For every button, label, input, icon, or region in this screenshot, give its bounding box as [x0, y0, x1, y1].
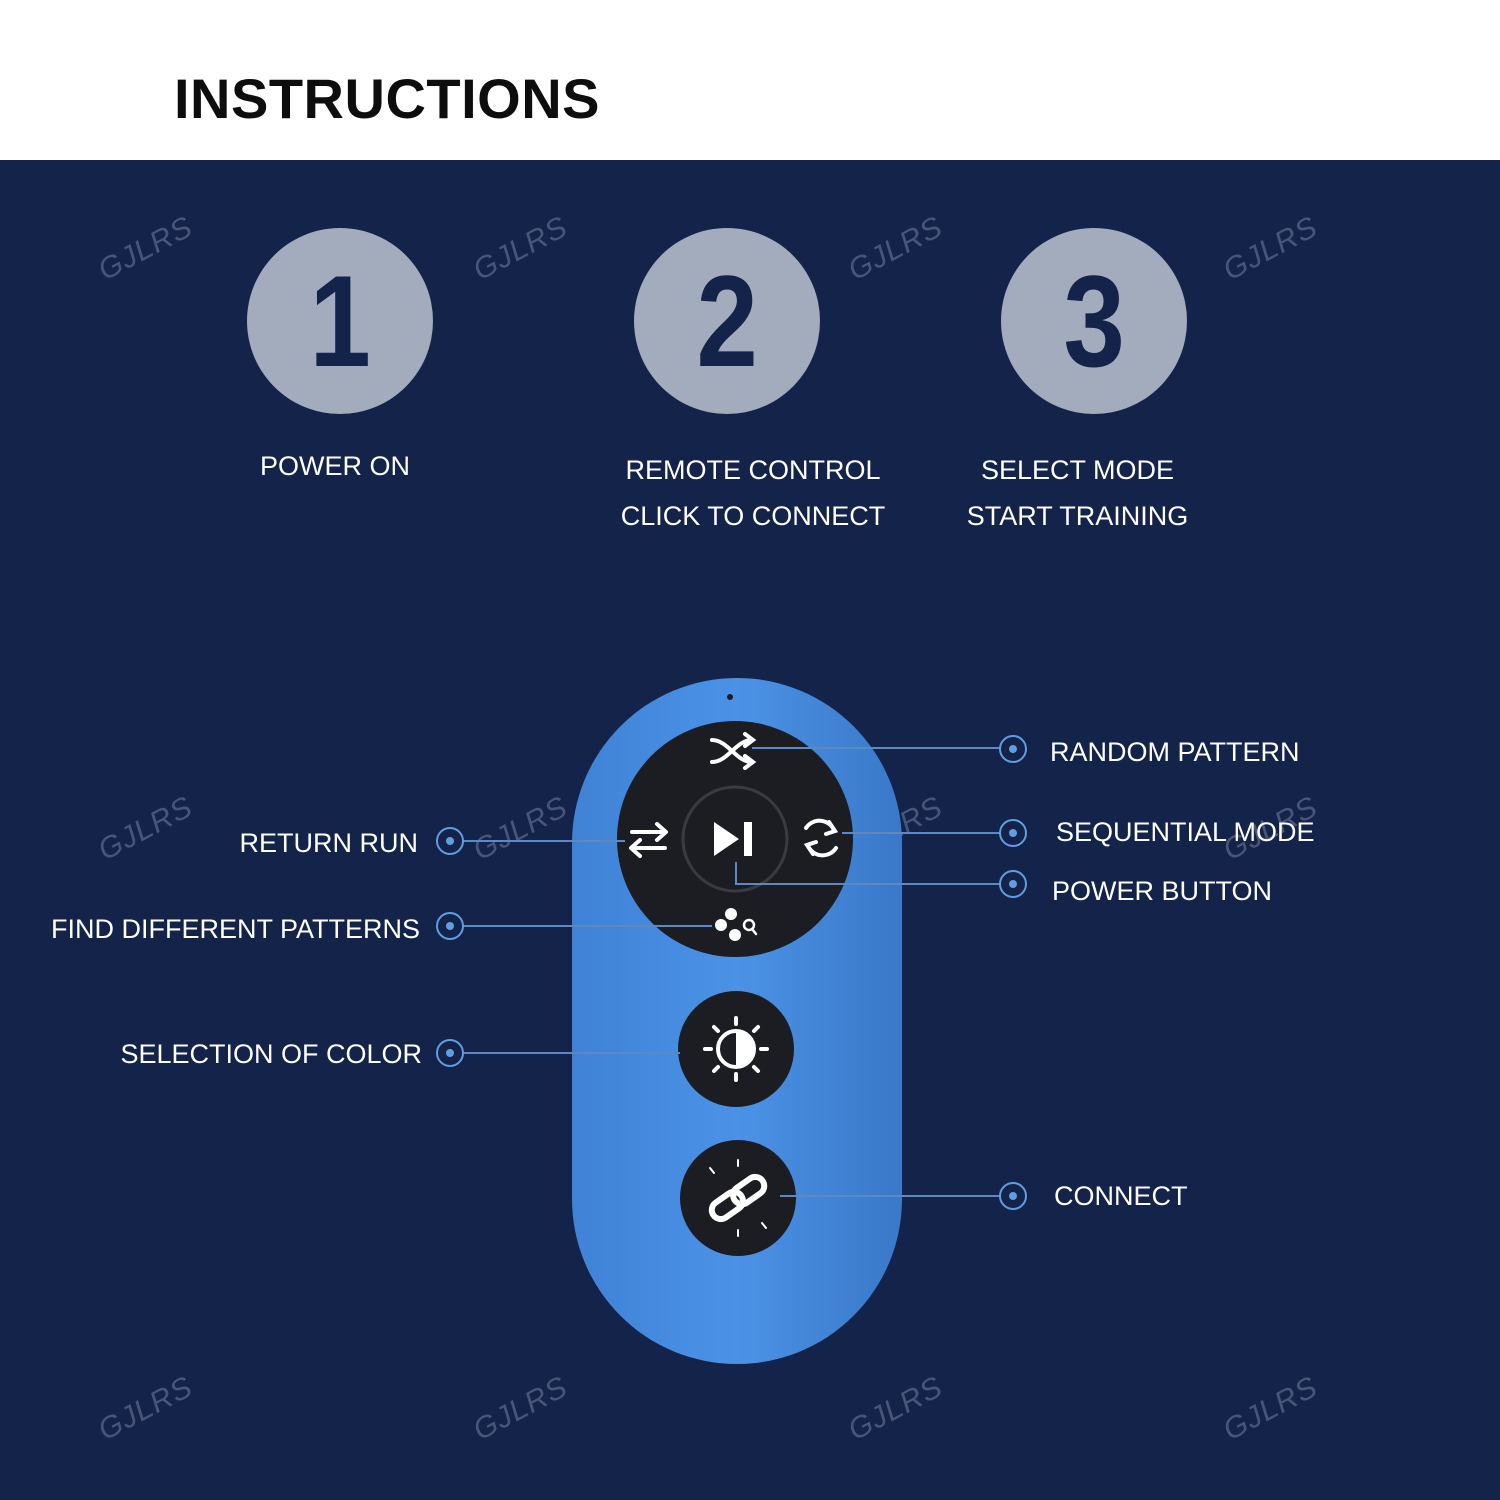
- shuffle-icon: [710, 732, 757, 770]
- brightness-icon: [703, 1016, 769, 1082]
- callout-power-button: POWER BUTTON: [1052, 876, 1273, 906]
- swap-arrows-icon: [629, 822, 668, 858]
- step-1-line-1: POWER ON: [259, 451, 410, 481]
- link-icon: [708, 1159, 768, 1237]
- play-pause-icon: [714, 822, 752, 856]
- step-1-circle: 1: [247, 228, 433, 414]
- step-2-text: REMOTE CONTROL CLICK TO CONNECT: [593, 447, 913, 539]
- callout-dot: [436, 912, 464, 940]
- step-2-line-2: CLICK TO CONNECT: [620, 501, 886, 531]
- callout-random-pattern: RANDOM PATTERN: [1050, 737, 1300, 767]
- step-3-circle: 3: [1001, 228, 1187, 414]
- page-title: INSTRUCTIONS: [174, 67, 600, 130]
- callout-dot: [999, 819, 1027, 847]
- step-3-line-1: SELECT MODE: [980, 455, 1175, 485]
- callout-find-patterns: FIND DIFFERENT PATTERNS: [50, 914, 420, 944]
- step-2-number: 2: [696, 248, 758, 394]
- callout-connect: CONNECT: [1054, 1181, 1188, 1211]
- callout-selection-of-color: SELECTION OF COLOR: [120, 1039, 422, 1069]
- callout-dots: [436, 735, 1027, 1210]
- header: INSTRUCTIONS: [0, 0, 1500, 160]
- callout-dot: [999, 735, 1027, 763]
- callout-return-run: RETURN RUN: [239, 828, 419, 858]
- callout-dot: [999, 1182, 1027, 1210]
- refresh-icon: [803, 818, 839, 858]
- step-3-line-2: START TRAINING: [966, 501, 1189, 531]
- callout-lines: [463, 747, 1000, 1197]
- connect-button[interactable]: [680, 1140, 796, 1256]
- callout-dot: [436, 827, 464, 855]
- callout-dot: [436, 1039, 464, 1067]
- pattern-search-icon: [715, 908, 758, 941]
- step-3-text: SELECT MODE START TRAINING: [935, 447, 1220, 539]
- step-2-line-1: REMOTE CONTROL: [625, 455, 881, 485]
- step-1-text: POWER ON: [190, 443, 480, 489]
- step-3-number: 3: [1063, 248, 1125, 394]
- step-1-number: 1: [309, 248, 371, 394]
- callout-sequential-mode: SEQUENTIAL MODE: [1056, 817, 1315, 847]
- indicator-led: [727, 694, 733, 700]
- step-2-circle: 2: [634, 228, 820, 414]
- callout-line-power: [735, 862, 1000, 885]
- callout-dot: [999, 870, 1027, 898]
